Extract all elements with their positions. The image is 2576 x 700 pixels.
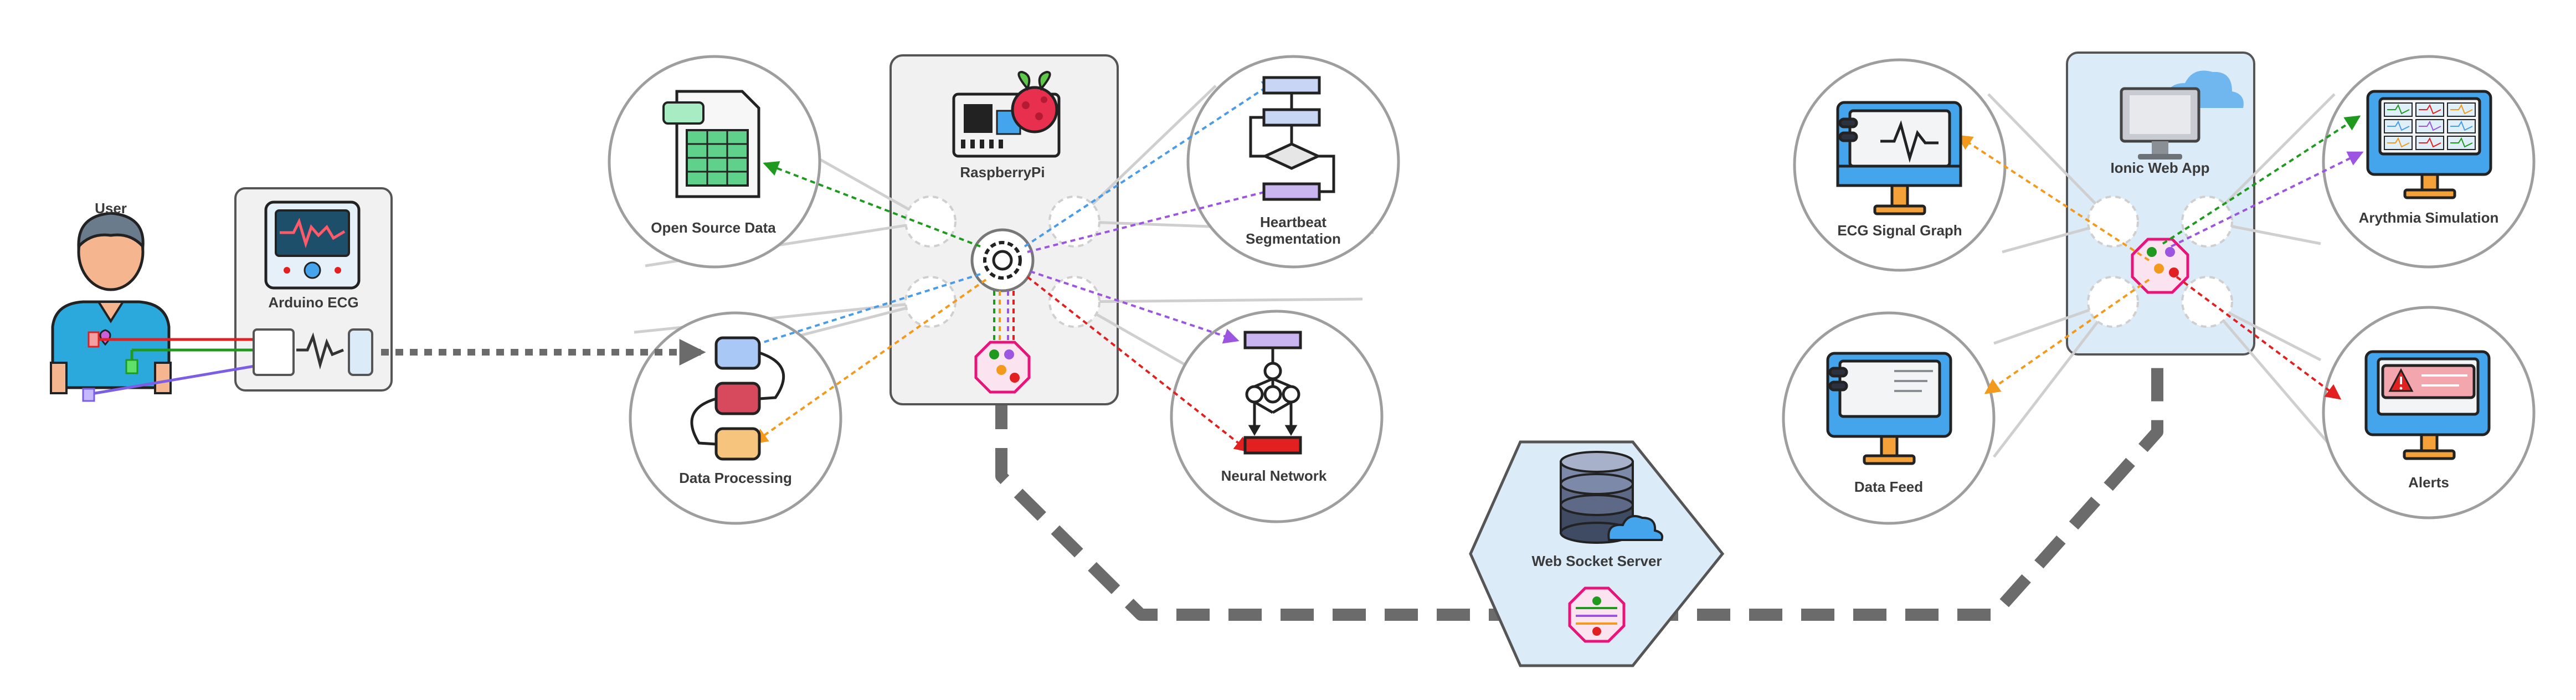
- alerts-label: Alerts: [2408, 474, 2449, 491]
- heartbeat-label-2: Segmentation: [1246, 230, 1341, 247]
- pi-router-icon: [974, 341, 1031, 394]
- link-arythmia-purple: [2171, 151, 2364, 248]
- monitor-cloud-icon: [2120, 70, 2244, 159]
- websocket-router-icon: [1568, 586, 1626, 643]
- multi-graph-screen-icon: [2366, 90, 2492, 199]
- data-feed-label: Data Feed: [1854, 478, 1923, 495]
- link-open-source: [763, 161, 981, 248]
- link-processing-orange: [752, 279, 987, 444]
- ecg-screen-icon: [1836, 101, 1962, 215]
- database-cloud-icon: [1560, 451, 1664, 544]
- websocket-label: Web Socket Server: [1531, 553, 1662, 569]
- ecg-signal-label: ECG Signal Graph: [1837, 222, 1962, 239]
- raspberry-pi-board-icon: [952, 70, 1061, 158]
- ecg-monitor-icon: [264, 200, 361, 290]
- link-alerts: [2176, 276, 2342, 400]
- data-processing-label: Data Processing: [679, 470, 792, 486]
- link-arythmia-green: [2162, 115, 2361, 245]
- arduino-board: [253, 328, 373, 376]
- neural-network-label: Neural Network: [1221, 467, 1327, 484]
- port-circles: [904, 195, 2233, 328]
- user-label: User: [95, 200, 127, 217]
- gear-hub-icon: [970, 228, 1035, 292]
- heartbeat-label-1: Heartbeat: [1260, 214, 1326, 230]
- text-feed-screen-icon: [1826, 352, 1952, 465]
- link-heartbeat-top: [1024, 79, 1278, 248]
- raspberry-label: RaspberryPi: [960, 164, 1045, 181]
- data-processing-circle: [629, 311, 842, 525]
- user-icon: [50, 212, 172, 394]
- link-heartbeat-seg: [1027, 184, 1281, 253]
- link-nn-red: [1026, 276, 1251, 452]
- link-nn-purple: [1030, 270, 1240, 344]
- arduino-label: Arduino ECG: [268, 294, 358, 311]
- flowchart-icon: [1249, 76, 1335, 201]
- neural-network-circle: [1170, 310, 1384, 523]
- process-cycle-icon: [690, 336, 785, 461]
- ionic-label: Ionic Web App: [2110, 159, 2209, 176]
- link-data-feed: [1984, 279, 2150, 394]
- open-source-label: Open Source Data: [651, 219, 776, 236]
- spreadsheet-file-icon: [662, 90, 760, 198]
- websocket-hexagon: [1469, 440, 1725, 667]
- link-processing-blue: [741, 273, 981, 352]
- neural-network-icon: [1243, 331, 1302, 455]
- alert-screen-icon: [2364, 350, 2491, 460]
- link-ecg-graph: [1956, 135, 2150, 261]
- arythmia-label: Arythmia Simulation: [2359, 209, 2499, 226]
- message-router-icon: [2131, 238, 2189, 294]
